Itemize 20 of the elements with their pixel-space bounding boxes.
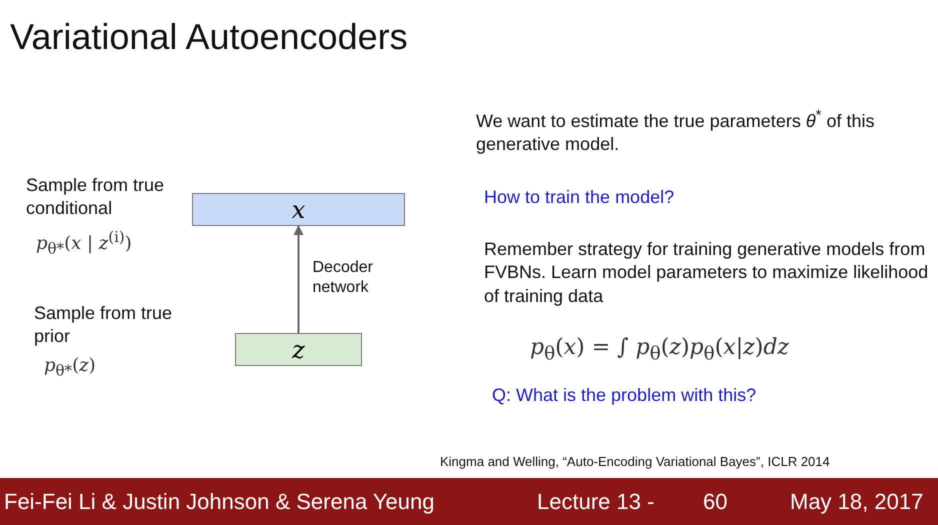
authors-text: Fei-Fei Li & Justin Johnson & Serena Yeung — [4, 488, 436, 516]
vector-box — [192, 193, 405, 226]
date-text: May 18, 2017 — [790, 488, 924, 516]
formula: p$_{θ*}$(z) — [44, 354, 97, 382]
slide-title: Variational Autoencoders — [10, 15, 408, 59]
paragraph-text: Remember strategy for training generative models from FVBNs. Learn model parameters to maximize likelihood of training data — [484, 238, 930, 308]
lecture-number: Lecture 13 - — [537, 488, 656, 516]
variable-label: x — [292, 198, 306, 222]
formula: p$_{θ*}$(x | z$^{(i)}$) — [36, 228, 133, 260]
caption-text: Sample from true prior — [34, 302, 174, 348]
caption-text: Sample from true conditional — [26, 174, 166, 220]
citation-text: Kingma and Welling, “Auto-Encoding Variational Bayes”, ICLR 2014 — [440, 454, 831, 471]
page-number: 60 — [703, 488, 728, 516]
question-text: Q: What is the problem with this? — [492, 384, 758, 407]
vector-box — [235, 333, 362, 366]
statement-text: We want to estimate the true parameters θ$^{*}$ of this generative model. — [476, 106, 876, 156]
variable-label: z — [292, 338, 305, 362]
question-text: How to train the model? — [484, 186, 676, 209]
formula: p$_{θ}$(x) = ∫ p$_{θ}$(z)p$_{θ}$(x|z)dz — [530, 334, 790, 366]
arrow — [294, 225, 304, 333]
